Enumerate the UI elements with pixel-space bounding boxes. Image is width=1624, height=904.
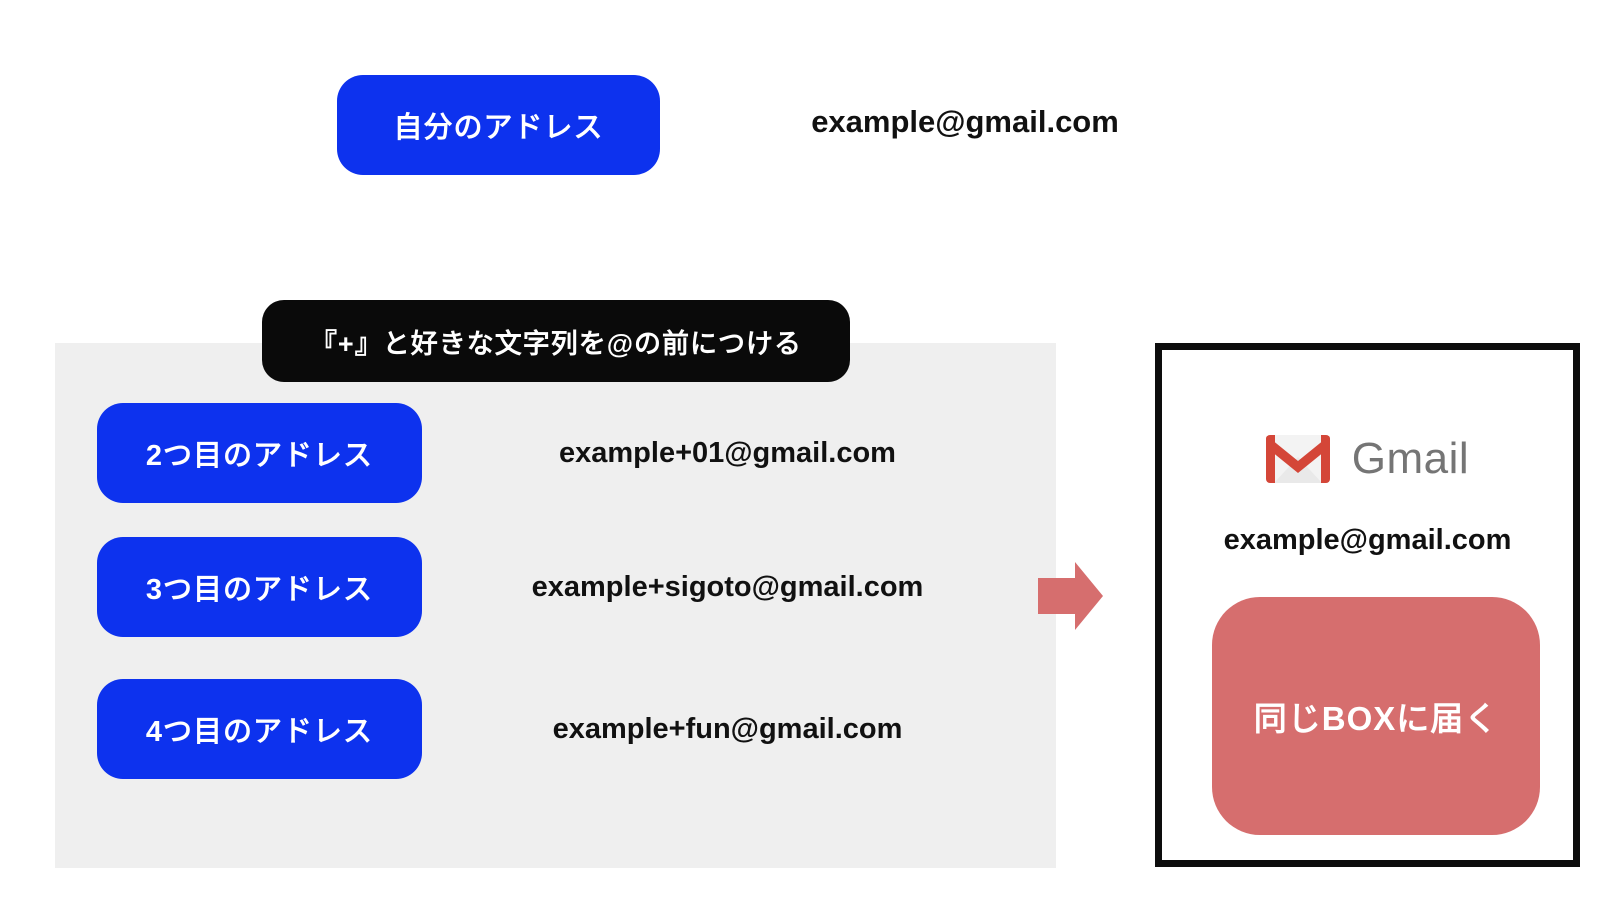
second-address-email: example+01@gmail.com <box>559 436 896 469</box>
gmail-wordmark: Gmail <box>1351 434 1470 483</box>
my-address-badge: 自分のアドレス <box>337 75 660 175</box>
fourth-address-email: example+fun@gmail.com <box>552 712 903 745</box>
my-address-label: 自分のアドレス <box>393 112 604 144</box>
same-inbox-result-label: 同じBOXに届く <box>1253 700 1499 737</box>
third-address-label: 3つ目のアドレス <box>145 574 374 606</box>
third-address-email: example+sigoto@gmail.com <box>531 570 924 603</box>
second-address-label: 2つ目のアドレス <box>145 440 374 472</box>
same-inbox-result-box: 同じBOXに届く <box>1212 597 1540 835</box>
inbox-email: example@gmail.com <box>1223 523 1512 556</box>
plus-addressing-callout-label: 『+』と好きな文字列を@の前につける <box>309 328 803 359</box>
fourth-address-label: 4つ目のアドレス <box>145 716 374 748</box>
third-address-badge: 3つ目のアドレス <box>97 537 422 637</box>
right-arrow-icon <box>1038 562 1103 630</box>
fourth-address-badge: 4つ目のアドレス <box>97 679 422 779</box>
gmail-logo-row: Gmail <box>1162 428 1573 490</box>
second-address-badge: 2つ目のアドレス <box>97 403 422 503</box>
gmail-envelope-icon <box>1265 435 1330 483</box>
plus-addressing-callout: 『+』と好きな文字列を@の前につける <box>262 300 850 382</box>
my-address-email: example@gmail.com <box>811 104 1119 139</box>
gmail-inbox-panel: Gmail example@gmail.com 同じBOXに届く <box>1155 343 1580 867</box>
